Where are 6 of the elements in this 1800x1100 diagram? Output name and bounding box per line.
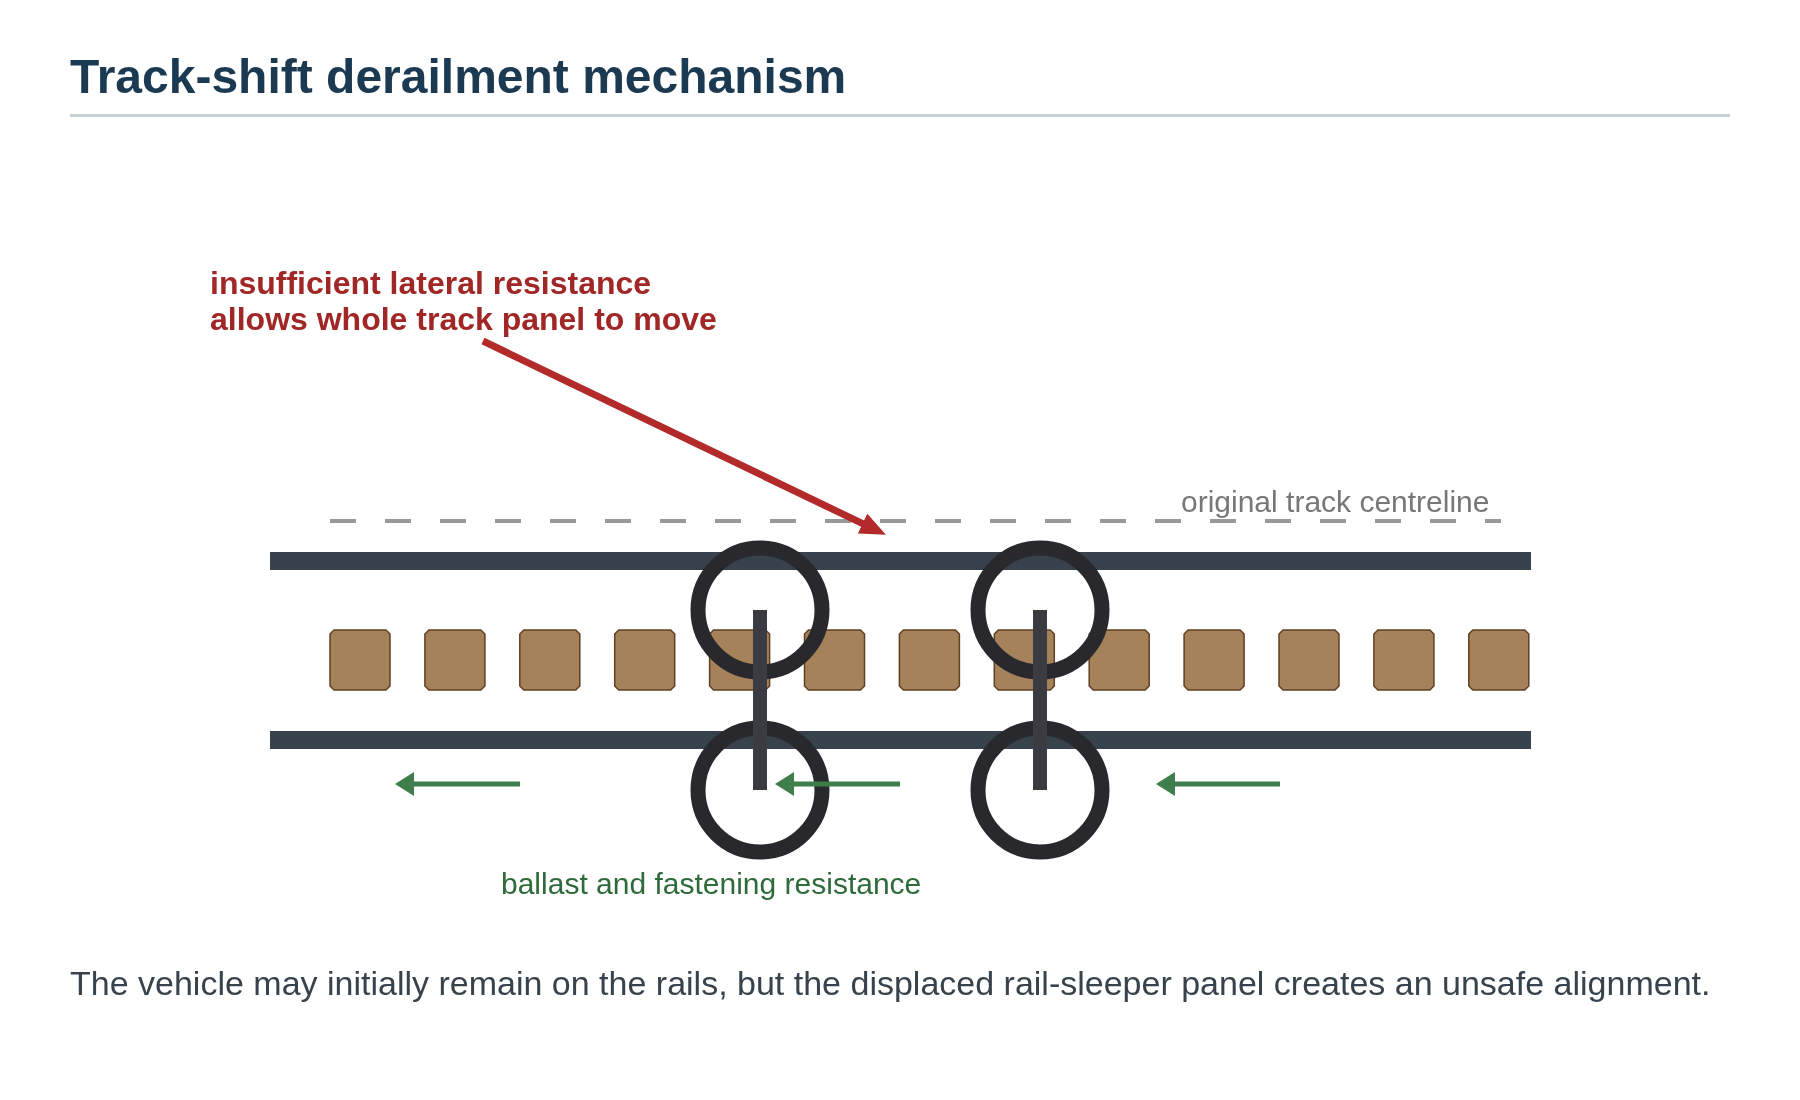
caption-text: The vehicle may initially remain on the rails, but the displaced rail-sleeper panel creates an unsafe alignment. [70,963,1711,1003]
annotation-text: insufficient lateral resistance allows whole track panel to move [210,265,735,337]
diagram-title: Track-shift derailment mechanism [70,49,847,105]
arrow [481,337,886,535]
resistance-label: ballast and fastening resistance [501,866,922,902]
centreline-label: original track centreline [1181,484,1490,520]
